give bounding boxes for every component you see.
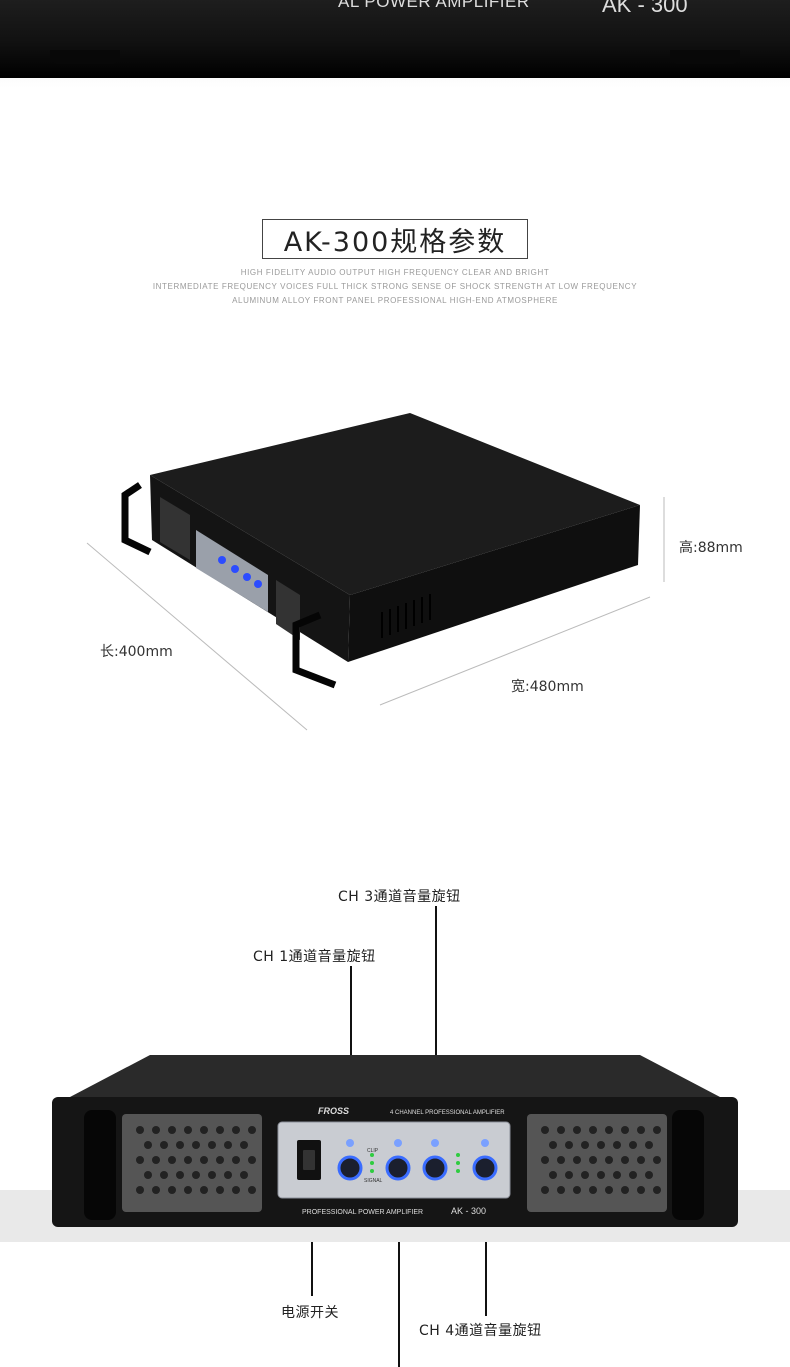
ch2-knob: [385, 1155, 411, 1181]
model-text: AK - 300: [451, 1206, 486, 1216]
subtitle-line: HIGH FIDELITY AUDIO OUTPUT HIGH FREQUENC…: [240, 268, 550, 277]
length-guide-line: [86, 542, 308, 731]
length-label: 长:400mm: [100, 644, 173, 660]
subtitle-line: INTERMEDIATE FREQUENCY VOICES FULL THICK…: [152, 282, 638, 291]
top-banner: AL POWER AMPLIFIER AK - 300: [0, 0, 790, 88]
grille-left: [160, 497, 190, 560]
handle-right: [292, 611, 337, 689]
brand-logo: FROSS: [318, 1106, 349, 1116]
channel-text: 4 CHANNEL PROFESSIONAL AMPLIFIER: [390, 1110, 505, 1116]
amplifier-dimension-illustration: [86, 413, 665, 731]
ch4-knob: [472, 1155, 498, 1181]
clip-label: CLIP: [367, 1148, 379, 1154]
chassis-top: [150, 413, 640, 595]
panel-text: PROFESSIONAL POWER AMPLIFIER: [302, 1209, 423, 1216]
knob: [243, 573, 251, 581]
power-rocker: [303, 1150, 315, 1170]
rack-handle-left: [84, 1110, 116, 1220]
power-callout: 电源开关: [281, 1305, 339, 1321]
banner-model-text: AK - 300: [602, 0, 688, 17]
knob: [218, 556, 226, 564]
width-guide-line: [379, 596, 651, 706]
handle-left: [121, 482, 152, 556]
height-label: 高:88mm: [679, 540, 743, 556]
section-title: AK-300规格参数: [262, 219, 528, 259]
knob: [231, 565, 239, 573]
ch3-knob: [422, 1155, 448, 1181]
banner-product-text: AL POWER AMPLIFIER: [338, 0, 530, 11]
chassis-top: [70, 1055, 720, 1097]
amplifier-bottom-edge: [0, 0, 790, 78]
grille-holes: [136, 1126, 661, 1194]
ch1-callout: CH 1通道音量旋钮: [253, 949, 376, 965]
knob: [254, 580, 262, 588]
ch4-callout: CH 4通道音量旋钮: [419, 1323, 542, 1339]
ch3-callout: CH 3通道音量旋钮: [338, 889, 461, 905]
subtitle-line: ALUMINUM ALLOY FRONT PANEL PROFESSIONAL …: [232, 296, 558, 305]
ch2-pointer-line: [398, 1166, 400, 1367]
status-leds: [346, 1139, 489, 1173]
amplifier-front-illustration: FROSS 4 CHANNEL PROFESSIONAL AMPLIFIER C…: [0, 1055, 790, 1242]
amplifier-foot: [670, 50, 740, 64]
width-label: 宽:480mm: [511, 679, 584, 695]
signal-label: SIGNAL: [364, 1178, 383, 1184]
ch1-knob: [337, 1155, 363, 1181]
ch3-pointer-line: [435, 906, 437, 1134]
rack-handle-right: [672, 1110, 704, 1220]
side-vents: [381, 594, 431, 638]
amplifier-foot: [50, 50, 120, 64]
